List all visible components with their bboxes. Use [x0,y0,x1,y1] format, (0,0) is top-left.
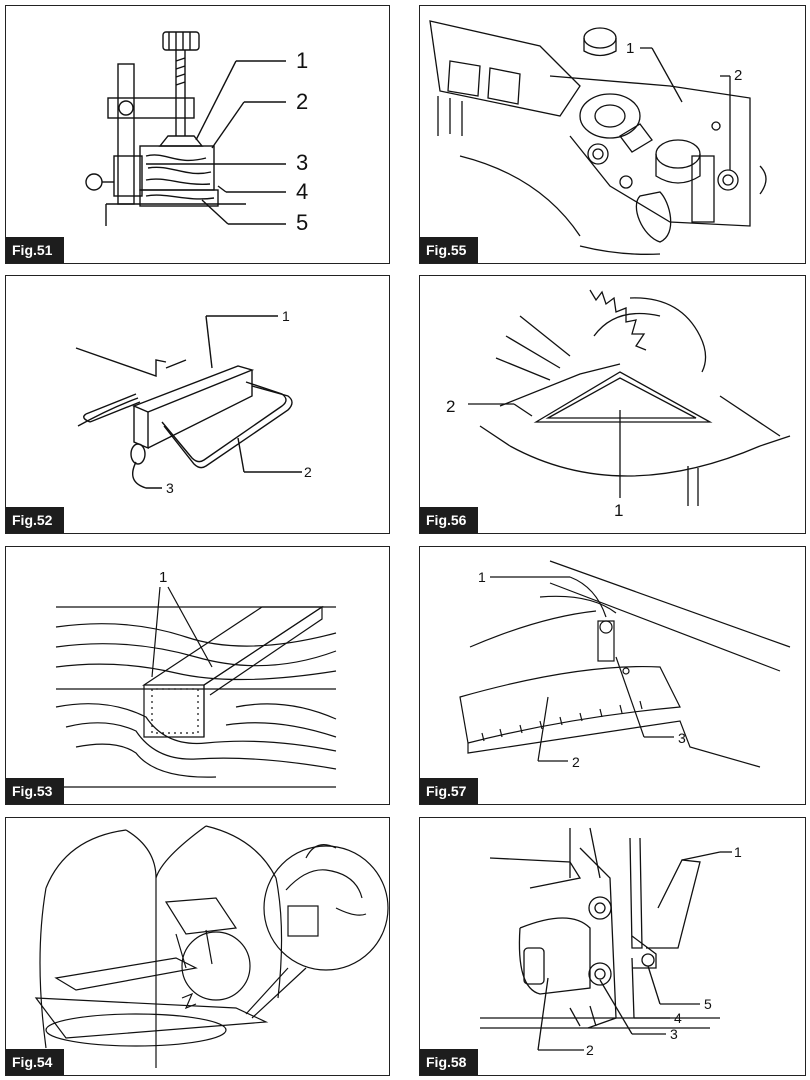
fig54-illustration [34,825,389,1068]
callout-3: 3 [166,480,174,496]
fig56-illustration: 2 1 [446,289,791,520]
callout-2: 2 [586,1042,594,1058]
callout-2: 2 [572,754,580,770]
callout-1: 1 [626,40,634,57]
fig51-illustration: 1 2 3 4 5 [85,31,308,235]
figure-panel-51: 1 2 3 4 5 Fig.51 [5,5,390,264]
fig53-illustration: 1 [55,569,337,788]
figure-label: Fig.53 [6,778,64,804]
callout-2: 2 [734,67,742,84]
figure-label: Fig.52 [6,507,64,533]
figure-panel-55: 1 2 Fig.55 [419,5,806,264]
callout-1: 1 [614,501,623,520]
fig52-illustration: 1 2 3 [75,308,312,496]
callout-4: 4 [296,179,308,204]
figure-label: Fig.54 [6,1049,64,1075]
callout-1: 1 [734,844,742,860]
callout-2: 2 [446,397,455,416]
fig57-illustration: 1 3 2 [459,560,791,770]
callout-1: 1 [282,308,290,324]
callout-3: 3 [678,730,686,746]
figure-label: Fig.57 [420,778,478,804]
callout-3: 3 [670,1026,678,1042]
callout-2: 2 [304,464,312,480]
figure-label: Fig.51 [6,237,64,263]
figure-panel-53: 1 Fig.53 [5,546,390,805]
figure-panel-52: 1 2 3 Fig.52 [5,275,390,534]
figure-label: Fig.55 [420,237,478,263]
callout-1: 1 [296,48,308,73]
figure-label: Fig.56 [420,507,478,533]
fig55-illustration: 1 2 [429,20,767,255]
figure-panel-58: 1 5 4 3 2 Fig.58 [419,817,806,1076]
figure-panel-56: 2 1 Fig.56 [419,275,806,534]
callout-4: 4 [674,1010,682,1026]
figure-label: Fig.58 [420,1049,478,1075]
callout-3: 3 [296,150,308,175]
figure-panel-54: Fig.54 [5,817,390,1076]
callout-2: 2 [296,89,308,114]
callout-1: 1 [478,569,486,585]
callout-5: 5 [296,210,308,235]
callout-5: 5 [704,996,712,1012]
callout-1: 1 [159,569,167,586]
fig58-illustration: 1 5 4 3 2 [480,827,742,1058]
figure-panel-57: 1 3 2 Fig.57 [419,546,806,805]
